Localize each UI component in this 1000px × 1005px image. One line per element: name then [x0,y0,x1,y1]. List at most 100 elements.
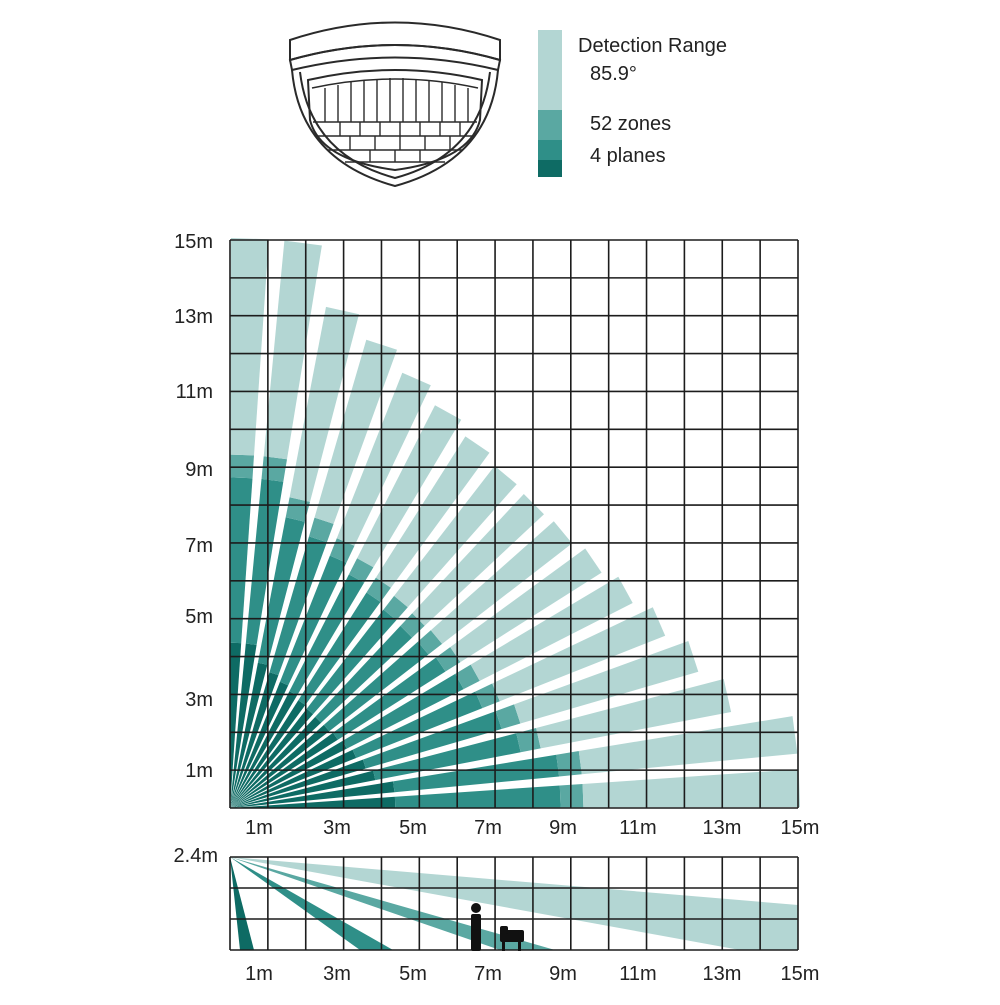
beam-segment [230,770,376,808]
x-axis-label: 13m [703,817,742,839]
top-view-x-axis-labels: 1m 3m 5m 7m 9m 11m 13m 15m [245,817,819,839]
beam-segment [230,724,330,808]
beam-segment [314,339,397,524]
beam-segment [400,613,425,638]
side-view-grid [229,856,799,951]
beam-segment [263,240,322,460]
beam-segment [230,759,366,808]
beam-segment [306,609,397,715]
side-view-chart: 2.4m 1m 3m 5m 7m 9m 11m 13m 15m [174,845,820,985]
beam-segment [366,577,391,602]
x-axis-label: 1m [245,817,273,839]
top-view-grid [229,239,799,809]
legend-planes: 4 planes [590,145,666,167]
x-axis-label: 11m [619,817,656,839]
beam-segment [455,664,480,690]
x-axis-label: 7m [474,963,502,985]
beam-segment [417,630,443,655]
y-axis-label: 13m [174,306,213,328]
beam-segment [230,681,289,808]
beam-segment [285,497,310,522]
beam-segment [230,643,257,808]
beam-segment [348,558,374,583]
legend-swatch-mid-far [538,110,562,140]
x-axis-label: 11m [619,963,656,985]
y-axis-label: 15m [174,231,213,253]
beam-segment [230,740,347,808]
x-axis-label: 9m [549,817,577,839]
x-axis-label: 3m [323,817,351,839]
beam-segment [230,781,395,808]
beam-segment [230,672,279,808]
beam-segment [436,647,461,672]
beam-segment [315,625,413,723]
beam-segment [230,642,242,808]
legend-detection-range-label: Detection Range [578,35,727,57]
y-axis-label: 11m [176,381,213,403]
beam-segment [394,465,517,608]
beam-segment [230,662,268,808]
x-axis-label: 1m [245,963,273,985]
x-axis-label: 5m [399,963,427,985]
beam-segment [257,517,305,665]
beam-segment [375,436,490,588]
beam-segment [362,711,502,769]
side-beam-far [230,857,798,950]
beam-segment [492,607,666,702]
person-icon [471,903,481,951]
beam-segment [230,691,298,808]
beam-segment [323,641,429,732]
beam-segment [430,521,573,644]
beam-segment [230,796,396,808]
beam-segment [333,657,446,740]
x-axis-label: 15m [781,817,820,839]
beam-segment [230,716,322,808]
x-axis-label: 5m [399,817,427,839]
beam-segment [230,238,269,456]
y-axis-label: 5m [185,606,213,628]
legend-swatch-near [538,160,562,177]
beam-segment [230,477,253,644]
y-axis-label: 3m [185,689,213,711]
beam-segment [336,372,431,546]
side-view-height-label: 2.4m [174,845,218,867]
beam-segment [329,538,355,563]
top-view-beams [230,238,800,808]
beam-segment [495,704,521,729]
beam-segment [536,679,732,749]
beam-segment [230,708,314,808]
legend-angle: 85.9° [590,63,637,85]
beam-segment [514,641,699,724]
beam-segment [412,494,544,626]
x-axis-label: 3m [323,963,351,985]
beam-segment [470,576,633,681]
beam-segment [269,536,327,676]
legend-zones: 52 zones [590,113,671,135]
legend: Detection Range 85.9° 52 zones 4 planes [538,30,727,177]
y-axis-label: 1m [185,760,213,782]
beam-segment [280,555,347,686]
legend-swatch-mid [538,140,562,160]
x-axis-label: 15m [781,963,820,985]
beam-segment [352,691,483,758]
beam-segment [475,683,500,709]
beam-segment [230,749,357,808]
beam-segment [394,785,561,808]
side-view-x-axis-labels: 1m 3m 5m 7m 9m 11m 13m 15m [245,963,819,985]
beam-segment [342,673,464,749]
y-axis-label: 9m [185,459,213,481]
beam-segment [450,548,602,663]
beam-segment [578,716,798,775]
side-beam-mid [230,857,393,950]
beam-segment [309,517,334,543]
beam-segment [516,728,541,753]
side-beam-near [230,857,254,950]
beam-segment [357,405,462,568]
beam-segment [393,754,560,793]
beam-segment [298,592,381,705]
beam-segment [582,769,800,808]
x-axis-label: 7m [474,817,502,839]
x-axis-label: 9m [549,963,577,985]
beam-segment [245,478,284,645]
